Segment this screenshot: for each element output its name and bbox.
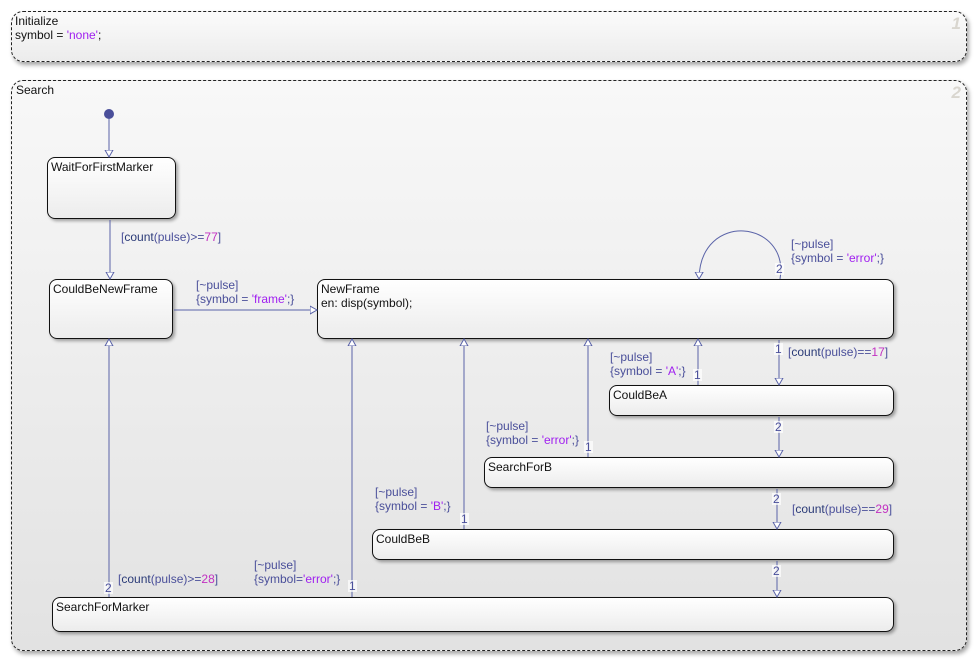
transition-label-nf-to-cba[interactable]: [count(pulse)==17]: [788, 345, 889, 359]
state-search-for-b[interactable]: SearchForB: [484, 457, 894, 488]
state-wait-for-first-marker[interactable]: WaitForFirstMarker: [47, 157, 176, 219]
state-could-be-b[interactable]: CouldBeB: [372, 529, 894, 560]
execution-order-label: 2: [775, 262, 784, 276]
execution-order-label: 2: [774, 420, 783, 434]
transition-label-cbnf-to-nf[interactable]: [~pulse] {symbol = 'frame';}: [196, 278, 295, 306]
state-search-label: Search: [16, 83, 55, 97]
transition-new-frame-self-loop[interactable]: [699, 230, 782, 279]
state-label: CouldBeA: [613, 388, 668, 402]
transition-label-nf-self-loop[interactable]: [~pulse] {symbol = 'error';}: [791, 237, 884, 265]
state-could-be-new-frame[interactable]: CouldBeNewFrame: [49, 279, 173, 339]
transition-label-wait-to-cbnf[interactable]: [count(pulse)>=77]: [121, 230, 222, 244]
execution-order-badge: 2: [951, 83, 961, 102]
state-label: CouldBeB: [376, 532, 431, 546]
execution-order-label: 1: [693, 368, 702, 382]
state-label: SearchForMarker: [56, 600, 150, 614]
execution-order-label: 2: [772, 492, 781, 506]
transition-label-cbb-to-nf[interactable]: [~pulse] {symbol = 'B';}: [375, 485, 451, 513]
execution-order-label: 1: [584, 440, 593, 454]
transition-label-cba-to-nf[interactable]: [~pulse] {symbol = 'A';}: [610, 350, 686, 378]
execution-order-label: 1: [774, 342, 783, 356]
execution-order-label: 2: [772, 564, 781, 578]
execution-order-label: 1: [348, 579, 357, 593]
state-initialize-label: Initialize symbol = 'none';: [15, 14, 102, 42]
state-search-for-marker[interactable]: SearchForMarker: [52, 597, 894, 632]
execution-order-label: 1: [460, 512, 469, 526]
state-could-be-a[interactable]: CouldBeA: [609, 385, 894, 416]
transition-label-sfb-to-nf[interactable]: [~pulse] {symbol = 'error';}: [486, 419, 579, 447]
state-label: SearchForB: [488, 460, 553, 474]
transition-label-sfm-to-nf[interactable]: [~pulse] {symbol='error';}: [254, 558, 341, 586]
transition-label-sfm-to-cbnf[interactable]: [count(pulse)>=28]: [118, 572, 219, 586]
execution-order-badge: 1: [951, 14, 961, 33]
state-label: NewFrame en: disp(symbol);: [321, 282, 413, 310]
state-label: WaitForFirstMarker: [51, 160, 154, 174]
state-initialize[interactable]: Initialize symbol = 'none'; 1: [11, 11, 967, 62]
state-label: CouldBeNewFrame: [53, 282, 158, 296]
state-new-frame[interactable]: NewFrame en: disp(symbol);: [317, 279, 894, 339]
transition-label-sfb-to-cbb[interactable]: [count(pulse)==29]: [792, 502, 893, 516]
execution-order-label: 2: [104, 581, 113, 595]
